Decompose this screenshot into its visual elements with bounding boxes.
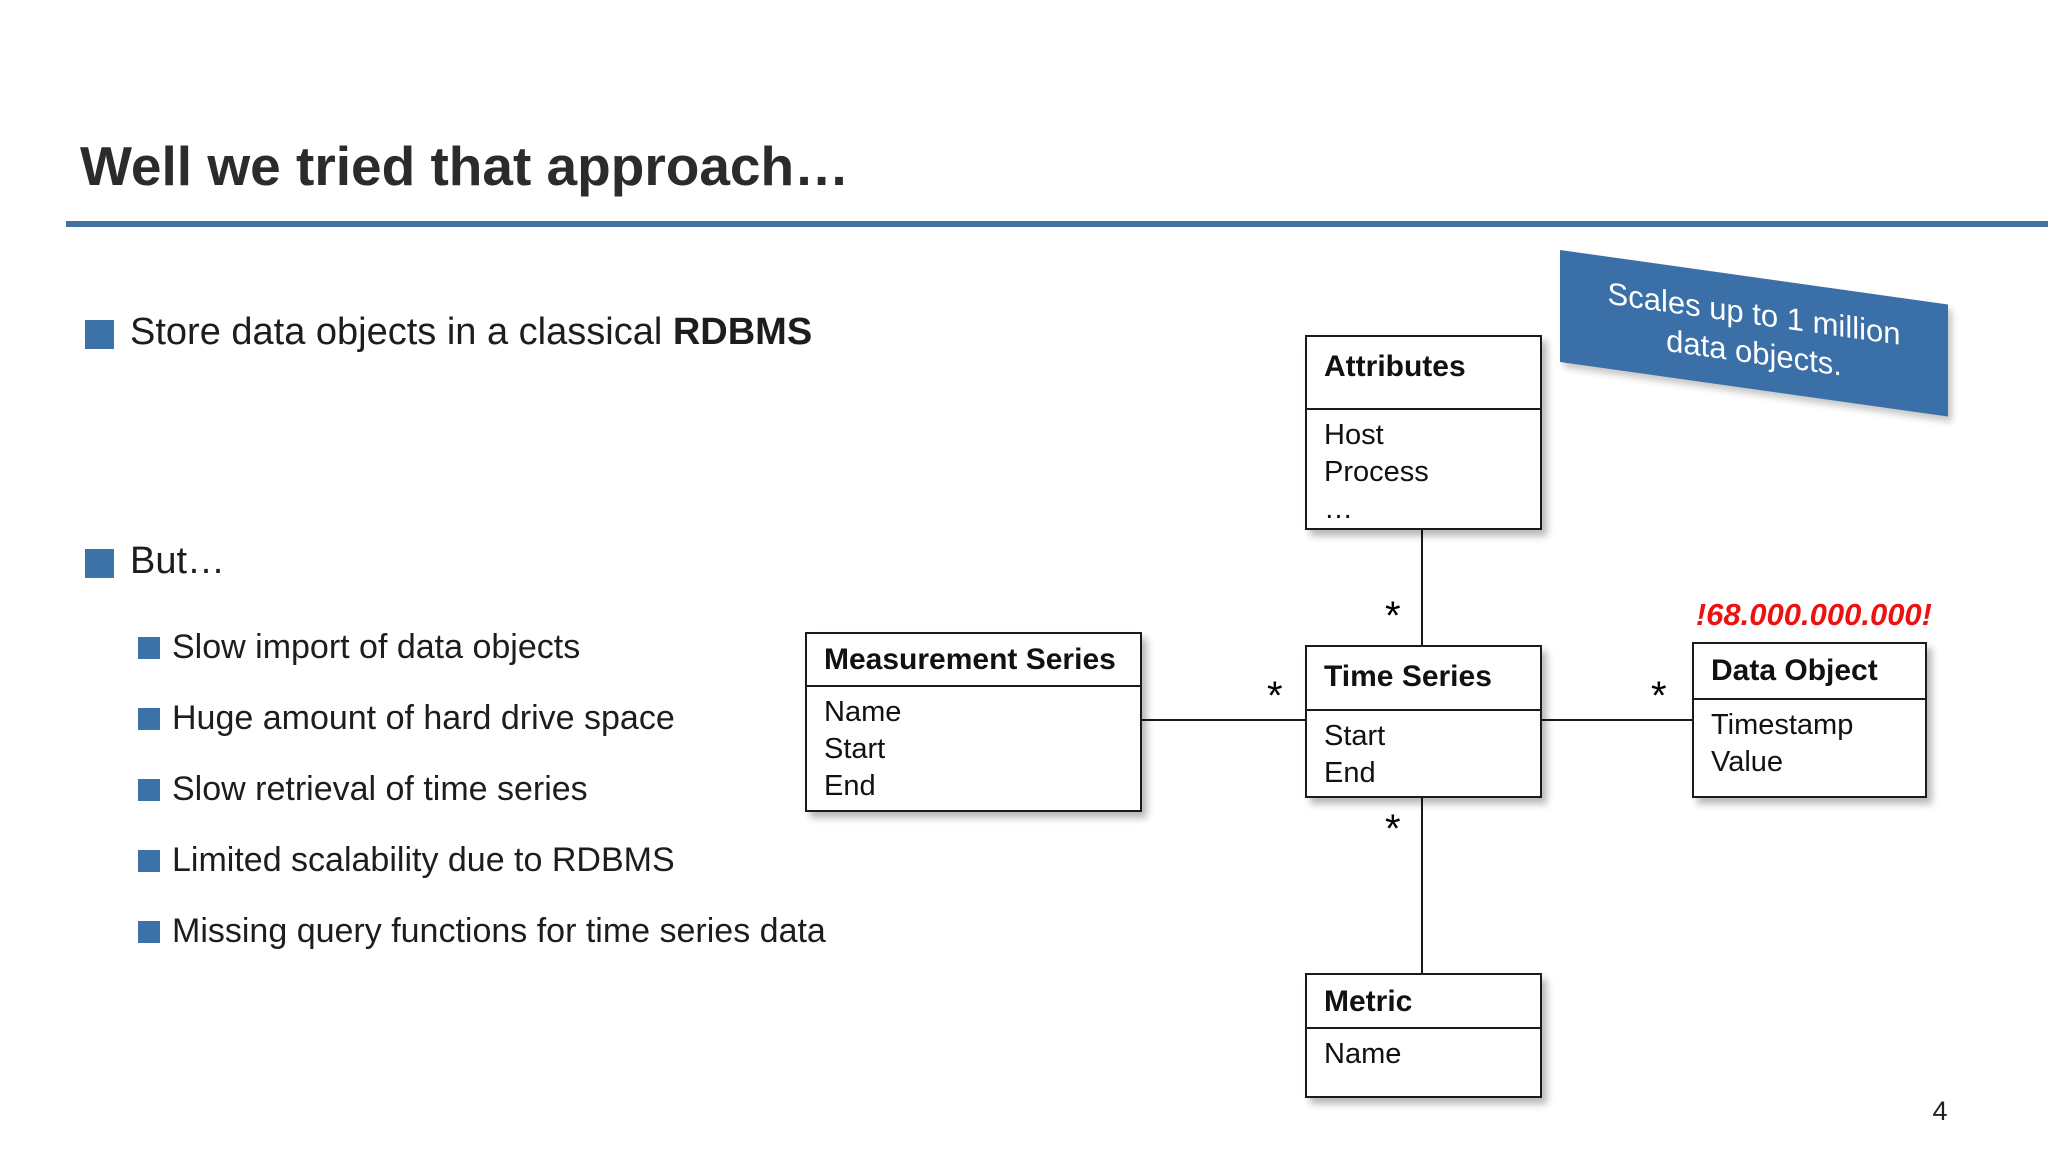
class-field: Process: [1324, 456, 1429, 488]
page-title: Well we tried that approach…: [80, 135, 850, 197]
class-title: Metric: [1307, 975, 1540, 1029]
class-fields: Host Process …: [1307, 410, 1540, 528]
class-box-time-series: Time Series Start End: [1305, 645, 1542, 798]
bullet-icon: [138, 779, 160, 801]
class-field: End: [824, 770, 876, 802]
bullet-icon: [138, 708, 160, 730]
class-field: Timestamp: [1711, 709, 1854, 741]
class-field: Name: [824, 696, 902, 728]
class-box-attributes: Attributes Host Process …: [1305, 335, 1542, 530]
connector-measurement-timeseries: [1140, 719, 1305, 721]
bullet-icon: [138, 637, 160, 659]
class-fields: Start End: [1307, 711, 1540, 792]
bullet-icon: [85, 549, 114, 578]
sub-bullet-item: Missing query functions for time series …: [172, 912, 826, 950]
class-box-data-object: Data Object Timestamp Value: [1692, 642, 1927, 798]
connector-attributes-timeseries: [1421, 530, 1423, 645]
connector-timeseries-dataobject: [1540, 719, 1692, 721]
class-field: Host: [1324, 419, 1384, 451]
bullet-icon: [85, 320, 114, 349]
bullet-item-store: Store data objects in a classical RDBMS: [130, 311, 812, 354]
bullet-icon: [138, 921, 160, 943]
scales-banner-text: Scales up to 1 million data objects.: [1560, 250, 1948, 417]
multiplicity-label: *: [1267, 674, 1283, 718]
class-field: Start: [824, 733, 886, 765]
bullet-text-bold: RDBMS: [672, 311, 813, 353]
sub-bullet-item: Huge amount of hard drive space: [172, 699, 675, 737]
class-box-metric: Metric Name: [1305, 973, 1542, 1098]
class-field: Name: [1324, 1038, 1402, 1070]
class-fields: Name Start End: [807, 687, 1140, 805]
title-underline: [66, 221, 2048, 227]
bullet-item-but: But…: [130, 540, 226, 582]
data-count-annotation: !68.000.000.000!: [1695, 597, 1932, 632]
connector-timeseries-metric: [1421, 798, 1423, 973]
multiplicity-label: *: [1651, 674, 1667, 718]
class-field: Value: [1711, 746, 1784, 778]
multiplicity-label: *: [1385, 807, 1401, 851]
class-field: …: [1324, 493, 1353, 525]
sub-bullet-item: Slow import of data objects: [172, 628, 581, 666]
sub-bullet-item: Limited scalability due to RDBMS: [172, 841, 675, 879]
multiplicity-label: *: [1385, 594, 1401, 638]
page-number: 4: [1932, 1096, 1948, 1126]
class-fields: Timestamp Value: [1694, 700, 1925, 781]
class-fields: Name: [1307, 1029, 1540, 1073]
bullet-text: Store data objects in a classical: [130, 311, 673, 353]
bullet-icon: [138, 850, 160, 872]
class-title: Time Series: [1307, 647, 1540, 711]
class-title: Attributes: [1307, 337, 1540, 410]
class-box-measurement-series: Measurement Series Name Start End: [805, 632, 1142, 812]
class-title: Data Object: [1694, 644, 1925, 700]
class-field: End: [1324, 757, 1376, 789]
class-title: Measurement Series: [807, 634, 1140, 687]
class-field: Start: [1324, 720, 1386, 752]
sub-bullet-item: Slow retrieval of time series: [172, 770, 588, 808]
